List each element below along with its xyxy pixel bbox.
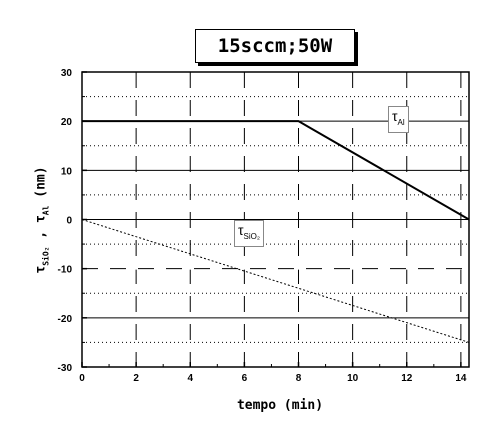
y-label-symbol-2: τ <box>33 215 49 224</box>
series-line-0 <box>82 120 470 221</box>
series-label-al-sub: Al <box>397 117 405 127</box>
series-label-al-symbol: τ <box>392 108 398 124</box>
y-label-sub-2: Al <box>41 205 51 216</box>
grid-lines <box>82 72 469 367</box>
series-label-al: τAl <box>388 106 409 133</box>
x-tick-label: 2 <box>133 373 139 384</box>
series-label-sio2-symbol: τ <box>238 222 244 238</box>
y-tick-label: 0 <box>66 216 72 227</box>
x-tick-label: 8 <box>296 373 302 384</box>
x-axis-label: tempo (min) <box>236 398 324 413</box>
y-tick-label: 20 <box>61 117 73 128</box>
series-label-sio2: τSiO₂ <box>234 220 264 247</box>
x-tick-label: 4 <box>187 373 193 384</box>
y-tick-label: 10 <box>61 166 73 177</box>
y-tick-label: -30 <box>58 363 73 374</box>
y-label-separator: , <box>33 223 49 247</box>
chart-title: 15sccm;50W <box>195 29 355 63</box>
y-tick-label: -10 <box>58 265 73 276</box>
x-tick-label: 10 <box>347 373 359 384</box>
x-tick-label: 14 <box>455 373 467 384</box>
y-label-unit: (nm) <box>33 166 49 206</box>
y-label-symbol-1: τ <box>33 265 49 274</box>
series-label-sio2-sub: SiO₂ <box>243 231 260 241</box>
y-tick-label: -20 <box>58 314 73 325</box>
series-line-1 <box>81 219 470 343</box>
y-tick-label: 30 <box>61 68 73 79</box>
y-label-sub-1: SiO₂ <box>41 246 51 266</box>
y-axis-label: τSiO₂ , τAl (nm) <box>34 166 51 273</box>
x-tick-label: 6 <box>242 373 248 384</box>
x-tick-label: 0 <box>79 373 85 384</box>
series-layer <box>81 120 470 343</box>
x-tick-label: 12 <box>401 373 413 384</box>
axis-ticks: 0 2 4 6 8 10 12 14 30 20 10 0 -10 -20 -30 <box>58 68 467 384</box>
